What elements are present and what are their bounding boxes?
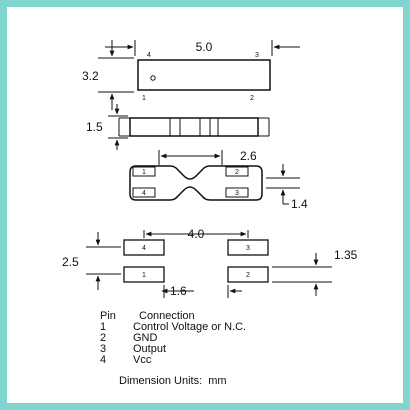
land-pad-2 <box>227 266 269 283</box>
land-pin-label-4: 4 <box>142 245 146 252</box>
land-gap-label: 1.6 <box>170 284 187 298</box>
top-pin-label-1: 1 <box>142 95 146 102</box>
dimension-units-label: Dimension Units: mm <box>119 375 227 387</box>
top-pin-label-3: 3 <box>255 52 259 59</box>
bottom-pad-2 <box>225 166 249 177</box>
bottom-pin-label-3: 3 <box>235 190 239 197</box>
top-pin-label-4: 4 <box>147 52 151 59</box>
bottom-pin-label-1: 1 <box>142 169 146 176</box>
legend-connection-3: Output <box>133 343 166 355</box>
pin1-marker-icon <box>150 75 156 81</box>
side-view <box>108 104 270 150</box>
land-height-label: 2.5 <box>62 255 79 269</box>
legend-connection-2: GND <box>133 332 158 344</box>
land-pin-label-1: 1 <box>142 272 146 279</box>
bottom-pad-3 <box>225 187 249 198</box>
bottom-pin-label-4: 4 <box>142 190 146 197</box>
top-view-body <box>137 59 271 91</box>
legend-pin-2: 2 <box>100 332 106 344</box>
side-height-label: 1.5 <box>86 120 103 134</box>
bottom-pad-4 <box>132 187 156 198</box>
legend-connection-1: Control Voltage or N.C. <box>133 321 246 333</box>
bottom-view-body <box>129 165 263 201</box>
land-pad-3 <box>227 239 269 256</box>
legend-connection-4: Vcc <box>133 354 152 366</box>
bottom-pad-span-label: 2.6 <box>240 149 257 163</box>
land-pad-1 <box>123 266 165 283</box>
legend-pin-3: 3 <box>100 343 106 355</box>
top-height-label: 3.2 <box>82 69 99 83</box>
bottom-pin-label-2: 2 <box>235 169 239 176</box>
legend-pin-4: 4 <box>100 354 106 366</box>
land-pad-label: 1.35 <box>334 248 358 262</box>
land-width-label: 4.0 <box>188 227 205 241</box>
pin-legend: Pin Connection 1 Control Voltage or N.C.… <box>100 310 246 387</box>
top-width-label: 5.0 <box>196 40 213 54</box>
legend-header-pin: Pin <box>100 310 116 322</box>
top-pin-label-2: 2 <box>250 95 254 102</box>
side-view-body <box>129 117 259 137</box>
land-pattern <box>86 230 332 298</box>
land-pad-4 <box>123 239 165 256</box>
bottom-pad-1 <box>132 166 156 177</box>
land-pin-label-3: 3 <box>246 245 250 252</box>
land-pin-label-2: 2 <box>246 272 250 279</box>
legend-header-connection: Connection <box>139 310 195 322</box>
bottom-pad-height-label: 1.4 <box>291 197 308 211</box>
legend-pin-1: 1 <box>100 321 106 333</box>
bottom-view <box>129 150 300 205</box>
top-view <box>98 40 300 110</box>
